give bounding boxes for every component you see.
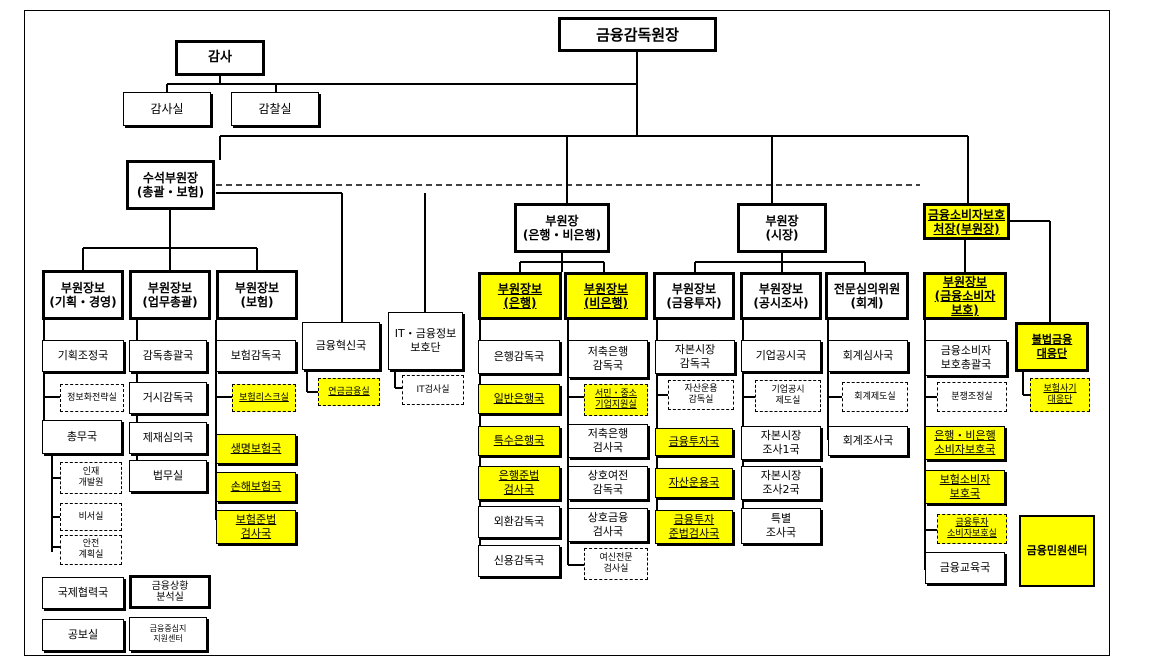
intl-coop-box: 국제협력국 — [42, 577, 124, 609]
expert-committee-box: 전문심의위원 (회계) — [825, 272, 909, 320]
corp-disclosure-office-box: 기업공시 제도실 — [755, 380, 821, 412]
credit-card-office-box: 여신전문 검사실 — [584, 548, 648, 580]
asst-consumer-box: 부원장보 (금융소비자 보호) — [923, 272, 1007, 320]
deputy-bank-box: 부원장 (은행・비은행) — [514, 203, 610, 253]
asst-nonbank-box: 부원장보 (비은행) — [564, 272, 648, 320]
fin-center-box: 금융중심지 지원센터 — [129, 617, 207, 651]
info-strategy-office-box: 정보화전략실 — [60, 384, 124, 412]
market-research1-box: 자본시장 조사1국 — [741, 426, 821, 460]
asset-mgmt-box: 자산운용국 — [655, 468, 733, 498]
fin-status-office-box: 금융상황 분석실 — [129, 575, 211, 609]
credit-supervision-box: 신용감독국 — [478, 545, 560, 577]
governor-box: 금융감독원장 — [558, 17, 717, 52]
asset-office-box: 자산운용 감독실 — [668, 380, 734, 410]
insurance-compliance-box: 보험준법 검사국 — [216, 510, 296, 544]
supervision-dept-box: 감독총괄국 — [129, 340, 207, 372]
asst-insurance-box: 부원장보 (보험) — [216, 270, 298, 320]
accounting-system-box: 회계제도실 — [842, 382, 908, 412]
pension-office-box: 연금금융실 — [318, 378, 380, 406]
asst-invest-box: 부원장보 (금융투자) — [653, 272, 735, 320]
accounting-audit-box: 회계심사국 — [828, 340, 908, 372]
consumer-general-box: 금융소비자 보호총괄국 — [925, 340, 1007, 376]
asst-planning-box: 부원장보 (기획・경영) — [42, 270, 124, 320]
fin-innovation-box: 금융혁신국 — [302, 322, 380, 370]
illegal-finance-box: 불법금융 대응단 — [1015, 322, 1089, 372]
hr-institute-box: 인재 개발원 — [60, 462, 122, 494]
bank-consumer-box: 은행・비은행 소비자보호국 — [925, 426, 1005, 460]
market-research2-box: 자본시장 조사2국 — [741, 466, 821, 500]
macro-supervision-box: 거시감독국 — [129, 382, 207, 414]
civil-center-box: 금융민원센터 — [1019, 515, 1095, 587]
inspection-office-box: 감찰실 — [231, 92, 319, 126]
audit-office-box: 감사실 — [123, 92, 211, 126]
special-research-box: 특별 조사국 — [741, 508, 821, 544]
general-bank-box: 일반은행국 — [478, 384, 560, 414]
chart-frame — [24, 10, 1110, 656]
safety-office-box: 안전 계획실 — [60, 535, 122, 565]
consumer-chief-box: 금융소비자보호 처장(부원장) — [923, 203, 1010, 240]
savings-supervision-box: 저축은행 감독국 — [568, 340, 648, 378]
bank-compliance-box: 은행준법 검사국 — [478, 466, 560, 500]
pr-office-box: 공보실 — [42, 619, 124, 651]
special-bank-box: 특수은행국 — [478, 426, 560, 456]
general-affairs-box: 총무국 — [42, 420, 122, 454]
accounting-research-box: 회계조사국 — [828, 426, 908, 456]
sanctions-dept-box: 제재심의국 — [129, 422, 207, 454]
bank-supervision-box: 은행감독국 — [478, 340, 560, 374]
savings-exam-box: 저축은행 검사국 — [568, 424, 648, 458]
invest-consumer-office-box: 금융투자 소비자보호실 — [937, 514, 1007, 544]
secretary-office-box: 비서실 — [60, 503, 122, 531]
insurance-risk-office-box: 보험리스크실 — [232, 384, 296, 412]
capital-market-box: 자본시장 감독국 — [655, 340, 735, 374]
fin-education-box: 금융교육국 — [925, 552, 1005, 584]
planning-dept-box: 기획조정국 — [42, 340, 124, 372]
asst-business-box: 부원장보 (업무총괄) — [129, 270, 211, 320]
fx-supervision-box: 외환감독국 — [478, 506, 560, 538]
asst-bank-box: 부원장보 (은행) — [478, 272, 562, 320]
corp-disclosure-box: 기업공시국 — [741, 340, 821, 372]
legal-office-box: 법무실 — [129, 460, 207, 492]
it-security-box: IT・금융정보 보호단 — [388, 312, 463, 370]
mutual-credit-box: 상호여전 감독국 — [568, 466, 648, 500]
it-exam-office-box: IT검사실 — [402, 375, 464, 405]
nonlife-insurance-box: 손해보험국 — [216, 472, 296, 502]
insurance-supervision-box: 보험감독국 — [216, 340, 296, 372]
deputy-market-box: 부원장 (시장) — [737, 203, 827, 253]
senior-deputy-box: 수석부원장 (총괄・보험) — [126, 160, 215, 210]
auditor-box: 감사 — [175, 40, 265, 76]
dispute-office-box: 분쟁조정실 — [937, 382, 1007, 412]
insurance-consumer-box: 보험소비자 보호국 — [925, 470, 1005, 504]
life-insurance-box: 생명보험국 — [216, 434, 296, 464]
asst-disclosure-box: 부원장보 (공시조사) — [740, 272, 822, 320]
ins-fraud-unit-box: 보험사기 대응단 — [1030, 378, 1090, 412]
mutual-exam-box: 상호금융 검사국 — [568, 508, 648, 542]
invest-compliance-box: 금융투자 준법검사국 — [655, 510, 733, 544]
sme-support-office-box: 서민・중소 기업지원실 — [584, 384, 648, 416]
fin-invest-box: 금융투자국 — [655, 428, 733, 456]
